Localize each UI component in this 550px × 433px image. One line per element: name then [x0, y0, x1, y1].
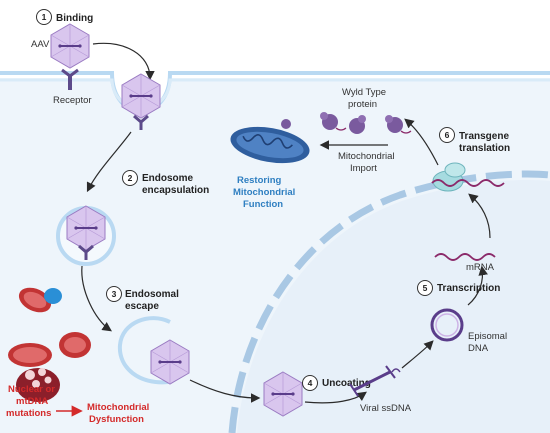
aav-capsid-extracellular	[50, 23, 90, 69]
step-number-badge	[36, 9, 52, 25]
dysfunctional-mitochondria	[8, 287, 91, 402]
step-endosome-encapsulation: 2 Endosome encapsulation	[122, 170, 209, 196]
svg-text:Transgene: Transgene	[459, 131, 509, 142]
restoring-label-3: Function	[243, 199, 283, 210]
receptor-surface	[61, 68, 79, 90]
step-number: 1	[42, 12, 47, 22]
nucleus-interior	[237, 180, 550, 433]
arrow-uncoating	[304, 391, 367, 404]
restoring-label-2: Mitochondrial	[233, 187, 295, 198]
restoring-label-1: Restoring	[237, 175, 282, 186]
arrow-nuclear-export	[468, 193, 491, 239]
healthy-mitochondrion	[230, 119, 310, 164]
arrow-to-episomal	[401, 340, 434, 369]
svg-text:2: 2	[128, 173, 133, 183]
dysfunction-label-1: Mitochondrial	[87, 402, 149, 413]
arrow-nuclear-entry	[189, 379, 261, 403]
step-title: Binding	[56, 13, 93, 24]
mutations-label-2: mtDNA	[16, 396, 48, 407]
svg-text:3: 3	[112, 289, 117, 299]
ribosome	[432, 162, 466, 192]
wyld-type-label-2: protein	[348, 99, 377, 110]
step-endosomal-escape: 3 Endosomal escape	[106, 286, 179, 312]
svg-text:encapsulation: encapsulation	[142, 185, 209, 196]
viral-ssdna	[349, 365, 401, 397]
episomal-label-1: Episomal	[468, 331, 507, 342]
mrna-label: mRNA	[466, 262, 495, 273]
receptor-in-pit	[133, 114, 149, 130]
arrow-endosomal-escape	[81, 265, 112, 332]
wyld-type-proteins	[320, 112, 412, 134]
svg-text:translation: translation	[459, 143, 510, 154]
episomal-dna	[430, 308, 464, 342]
mutations-label-1: Nuclear or	[8, 384, 55, 395]
ruptured-endosome	[117, 316, 171, 385]
svg-text:6: 6	[445, 130, 450, 140]
episomal-label-2: DNA	[468, 343, 489, 354]
wyld-type-label-1: Wyld Type	[342, 87, 386, 98]
step-transcription: 5 Transcription	[417, 280, 500, 296]
mrna-strand	[434, 253, 496, 261]
nucleus-envelope	[228, 170, 550, 433]
svg-text:4: 4	[308, 378, 313, 388]
arrow-binding	[92, 42, 155, 81]
arrow-transcription	[467, 265, 488, 306]
step-uncoating: 4 Uncoating	[302, 375, 371, 391]
mrna-translation	[431, 179, 505, 187]
dysfunction-label-2: Dysfunction	[89, 414, 144, 425]
mutations-label-3: mutations	[6, 408, 51, 419]
mito-import-label-2: Import	[350, 163, 377, 174]
arrow-endocytosis	[86, 131, 132, 193]
arrow-translation	[404, 118, 439, 166]
viral-ssdna-label: Viral ssDNA	[360, 403, 412, 414]
aav-label: AAV	[31, 39, 50, 50]
step-binding: 1 Binding	[36, 9, 93, 25]
svg-text:Endosome: Endosome	[142, 173, 194, 184]
receptor-in-endosome	[78, 244, 94, 260]
svg-text:5: 5	[423, 283, 428, 293]
svg-text:Transcription: Transcription	[437, 283, 500, 294]
receptor-label: Receptor	[53, 95, 92, 106]
mito-import-label-1: Mitochondrial	[338, 151, 395, 162]
svg-text:Uncoating: Uncoating	[322, 378, 371, 389]
step-transgene-translation: 6 Transgene translation	[439, 127, 510, 154]
svg-text:escape: escape	[125, 301, 159, 312]
svg-text:Endosomal: Endosomal	[125, 289, 179, 300]
